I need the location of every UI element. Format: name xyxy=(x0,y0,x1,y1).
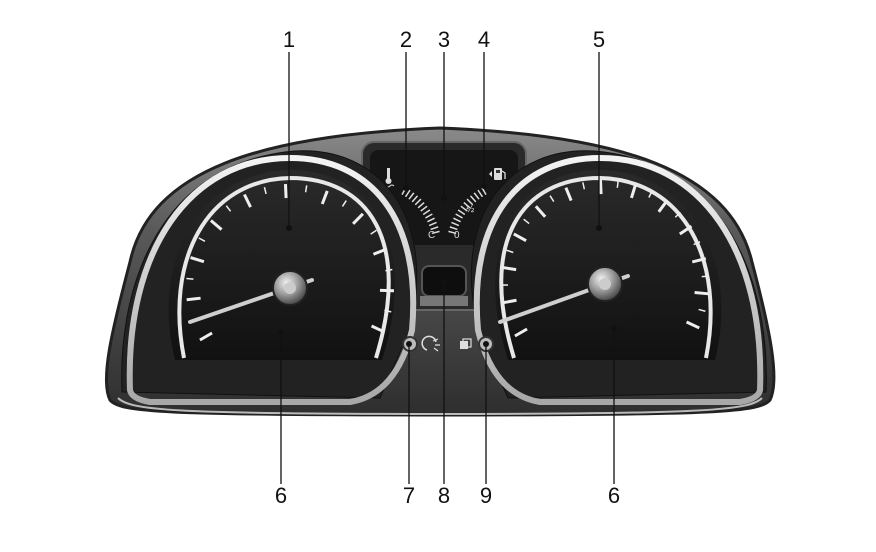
right-gauge-tick xyxy=(685,320,700,330)
left-gauge-tick xyxy=(199,331,213,342)
right-gauge-tick xyxy=(698,308,706,313)
temperature-gauge-tick xyxy=(404,189,411,198)
right-gauge-tick xyxy=(674,211,681,218)
left-gauge-tick xyxy=(225,205,232,212)
callout-3: 3 xyxy=(438,27,450,52)
fuel-half-mark: ½ xyxy=(466,204,475,215)
right-gauge-tick xyxy=(691,257,707,264)
temperature-gauge-tick xyxy=(414,198,422,206)
fuel-gauge-tick xyxy=(448,230,457,235)
fuel-gauge-tick xyxy=(455,213,463,219)
fuel-gauge-tick xyxy=(477,189,484,198)
left-gauge-tick xyxy=(186,296,201,302)
left-gauge-tick xyxy=(384,309,392,313)
right-gauge-tick xyxy=(534,205,547,218)
left-gauge-tick xyxy=(209,219,223,231)
temperature-gauge-tick xyxy=(428,221,437,227)
fuel-empty-mark: 0 xyxy=(454,230,460,241)
right-gauge-tick xyxy=(582,182,586,190)
right-gauge-tick xyxy=(657,199,669,213)
temperature-gauge-tick xyxy=(427,217,435,223)
right-gauge-tick xyxy=(564,187,573,202)
fuel-gauge-tick xyxy=(466,198,474,206)
temperature-gauge-tick xyxy=(420,205,428,212)
left-gauge-tick xyxy=(320,190,329,205)
right-gauge-tick xyxy=(513,232,527,243)
temperature-gauge-tick xyxy=(425,213,433,219)
fuel-gauge-tick xyxy=(469,195,477,203)
left-gauge-tick xyxy=(341,200,347,207)
fuel-pump-icon xyxy=(489,168,506,180)
fuel-gauge-tick xyxy=(451,221,460,227)
temperature-gauge-tick xyxy=(411,195,419,203)
left-gauge-tick xyxy=(352,212,364,225)
callout-leaders xyxy=(278,52,617,484)
right-gauge-tick xyxy=(693,241,701,246)
left-gauge-tick xyxy=(370,229,377,235)
temperature-gauge-tick xyxy=(417,201,425,209)
temperature-gauge xyxy=(401,187,440,235)
temperature-cold-mark: C xyxy=(428,230,435,241)
right-gauge-tick xyxy=(678,224,693,236)
left-gauge-tick xyxy=(243,193,252,208)
callout-6-right: 6 xyxy=(608,483,620,508)
callout-6-left: 6 xyxy=(275,483,287,508)
right-gauge-tick xyxy=(523,218,530,225)
right-gauge-tick xyxy=(598,180,603,195)
display-mode-icon xyxy=(460,338,472,349)
temperature-gauge-tick xyxy=(430,226,439,231)
callout-5: 5 xyxy=(593,27,605,52)
right-gauge-tick xyxy=(616,180,619,188)
right-gauge-tick xyxy=(514,327,528,338)
left-gauge-tick xyxy=(186,277,194,280)
left-gauge-tick xyxy=(263,187,267,195)
right-gauge-tick xyxy=(502,298,517,305)
right-gauge-tick xyxy=(648,190,653,198)
left-gauge-tick xyxy=(372,247,387,256)
right-gauge-tick xyxy=(630,184,637,199)
fuel-gauge-tick xyxy=(449,226,458,231)
fuel-gauge-tick xyxy=(453,217,461,223)
callout-1: 1 xyxy=(283,27,295,52)
temperature-gauge-tick xyxy=(422,209,431,216)
fuel-gauge-tick xyxy=(460,205,468,212)
callout-numbers: 1 2 3 4 5 6 7 8 9 6 xyxy=(275,27,620,508)
temperature-gauge-tick xyxy=(408,192,415,200)
right-gauge xyxy=(470,150,767,405)
callout-8: 8 xyxy=(438,483,450,508)
right-gauge-tick xyxy=(502,265,517,272)
temperature-gauge-tick xyxy=(431,230,440,235)
right-gauge-tick xyxy=(506,249,514,254)
dimmer-icon xyxy=(421,335,440,352)
fuel-gauge-tick xyxy=(481,187,487,195)
fuel-gauge-tick xyxy=(473,192,480,200)
left-gauge xyxy=(121,150,418,405)
left-gauge-tick xyxy=(198,237,206,243)
callout-2: 2 xyxy=(400,27,412,52)
right-gauge-ticks xyxy=(500,180,709,338)
left-gauge-tick xyxy=(283,184,288,199)
fuel-gauge xyxy=(448,187,487,235)
callout-4: 4 xyxy=(478,27,490,52)
left-gauge-tick xyxy=(304,185,308,193)
right-gauge-tick xyxy=(701,275,709,278)
right-gauge-tick xyxy=(549,195,555,203)
left-gauge-tick xyxy=(370,324,385,334)
right-gauge-tick xyxy=(694,291,709,296)
callout-7: 7 xyxy=(403,483,415,508)
fuel-gauge-tick xyxy=(463,201,471,209)
left-gauge-tick xyxy=(190,256,205,264)
fuel-gauge-tick xyxy=(457,209,466,216)
left-gauge-tick xyxy=(385,268,393,272)
callout-9: 9 xyxy=(480,483,492,508)
